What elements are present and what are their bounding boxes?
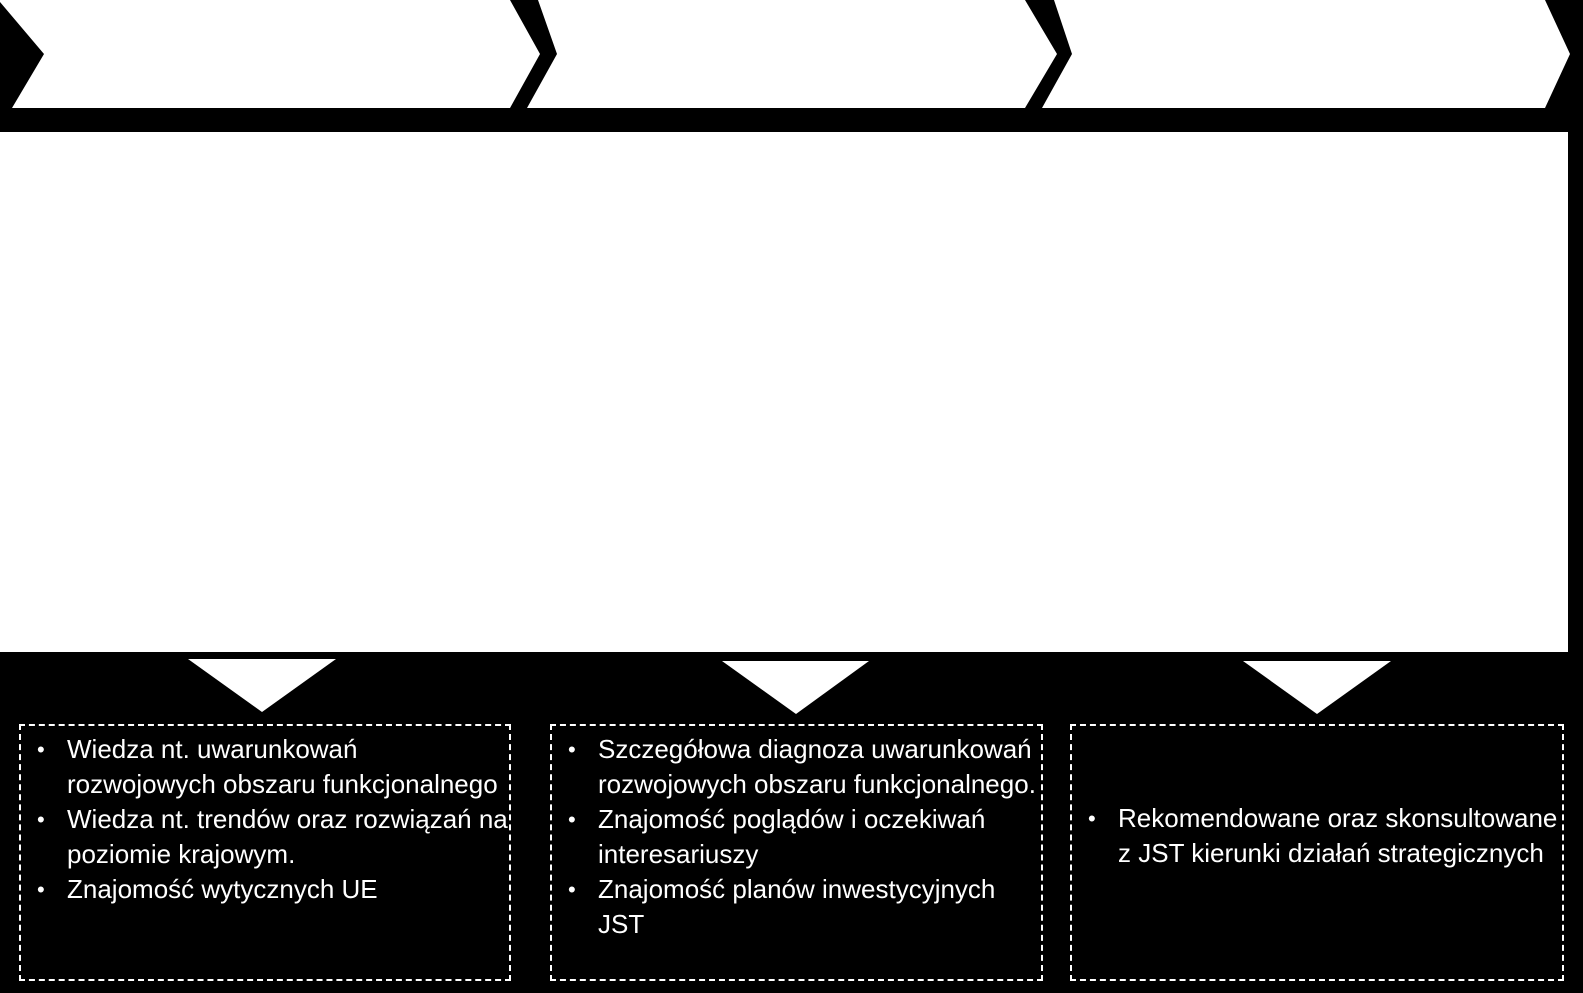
list-item: •Znajomość planów inwestycyjnych JST — [568, 874, 996, 939]
arrow-down-icon — [188, 659, 336, 712]
list-item: •Rekomendowane oraz skonsultowane z JST … — [1088, 803, 1558, 868]
stage-1-chevron — [0, 0, 540, 108]
stage-3-chevron — [1042, 0, 1570, 108]
list-item: •Wiedza nt. trendów oraz rozwiązań na po… — [37, 804, 508, 869]
outcome-box-1: •Wiedza nt. uwarunkowań rozwojowych obsz… — [19, 724, 511, 981]
arrow-down-icon — [1243, 661, 1391, 714]
process-chevron-bar — [0, 0, 1583, 132]
content-panel — [0, 132, 1568, 652]
list-item: •Wiedza nt. uwarunkowań rozwojowych obsz… — [37, 734, 498, 799]
list-item-text: Wiedza nt. uwarunkowań rozwojowych obsza… — [67, 734, 498, 799]
list-item-text: Rekomendowane oraz skonsultowane z JST k… — [1118, 803, 1558, 868]
list-item-text: Znajomość poglądów i oczekiwań interesar… — [598, 804, 986, 869]
list-item-text: Znajomość wytycznych UE — [67, 874, 378, 904]
stage-2-chevron — [527, 0, 1057, 108]
list-item-text: Szczegółowa diagnoza uwarunkowań rozwojo… — [598, 734, 1036, 799]
list-item: •Znajomość poglądów i oczekiwań interesa… — [568, 804, 986, 869]
outcome-box-3: •Rekomendowane oraz skonsultowane z JST … — [1070, 724, 1564, 981]
list-item-text: Wiedza nt. trendów oraz rozwiązań na poz… — [67, 804, 508, 869]
list-item-text: Znajomość planów inwestycyjnych JST — [598, 874, 996, 939]
arrow-down-icon — [722, 661, 869, 714]
outcome-box-2: •Szczegółowa diagnoza uwarunkowań rozwoj… — [550, 724, 1043, 981]
list-item: •Znajomość wytycznych UE — [37, 874, 378, 904]
list-item: •Szczegółowa diagnoza uwarunkowań rozwoj… — [568, 734, 1036, 799]
